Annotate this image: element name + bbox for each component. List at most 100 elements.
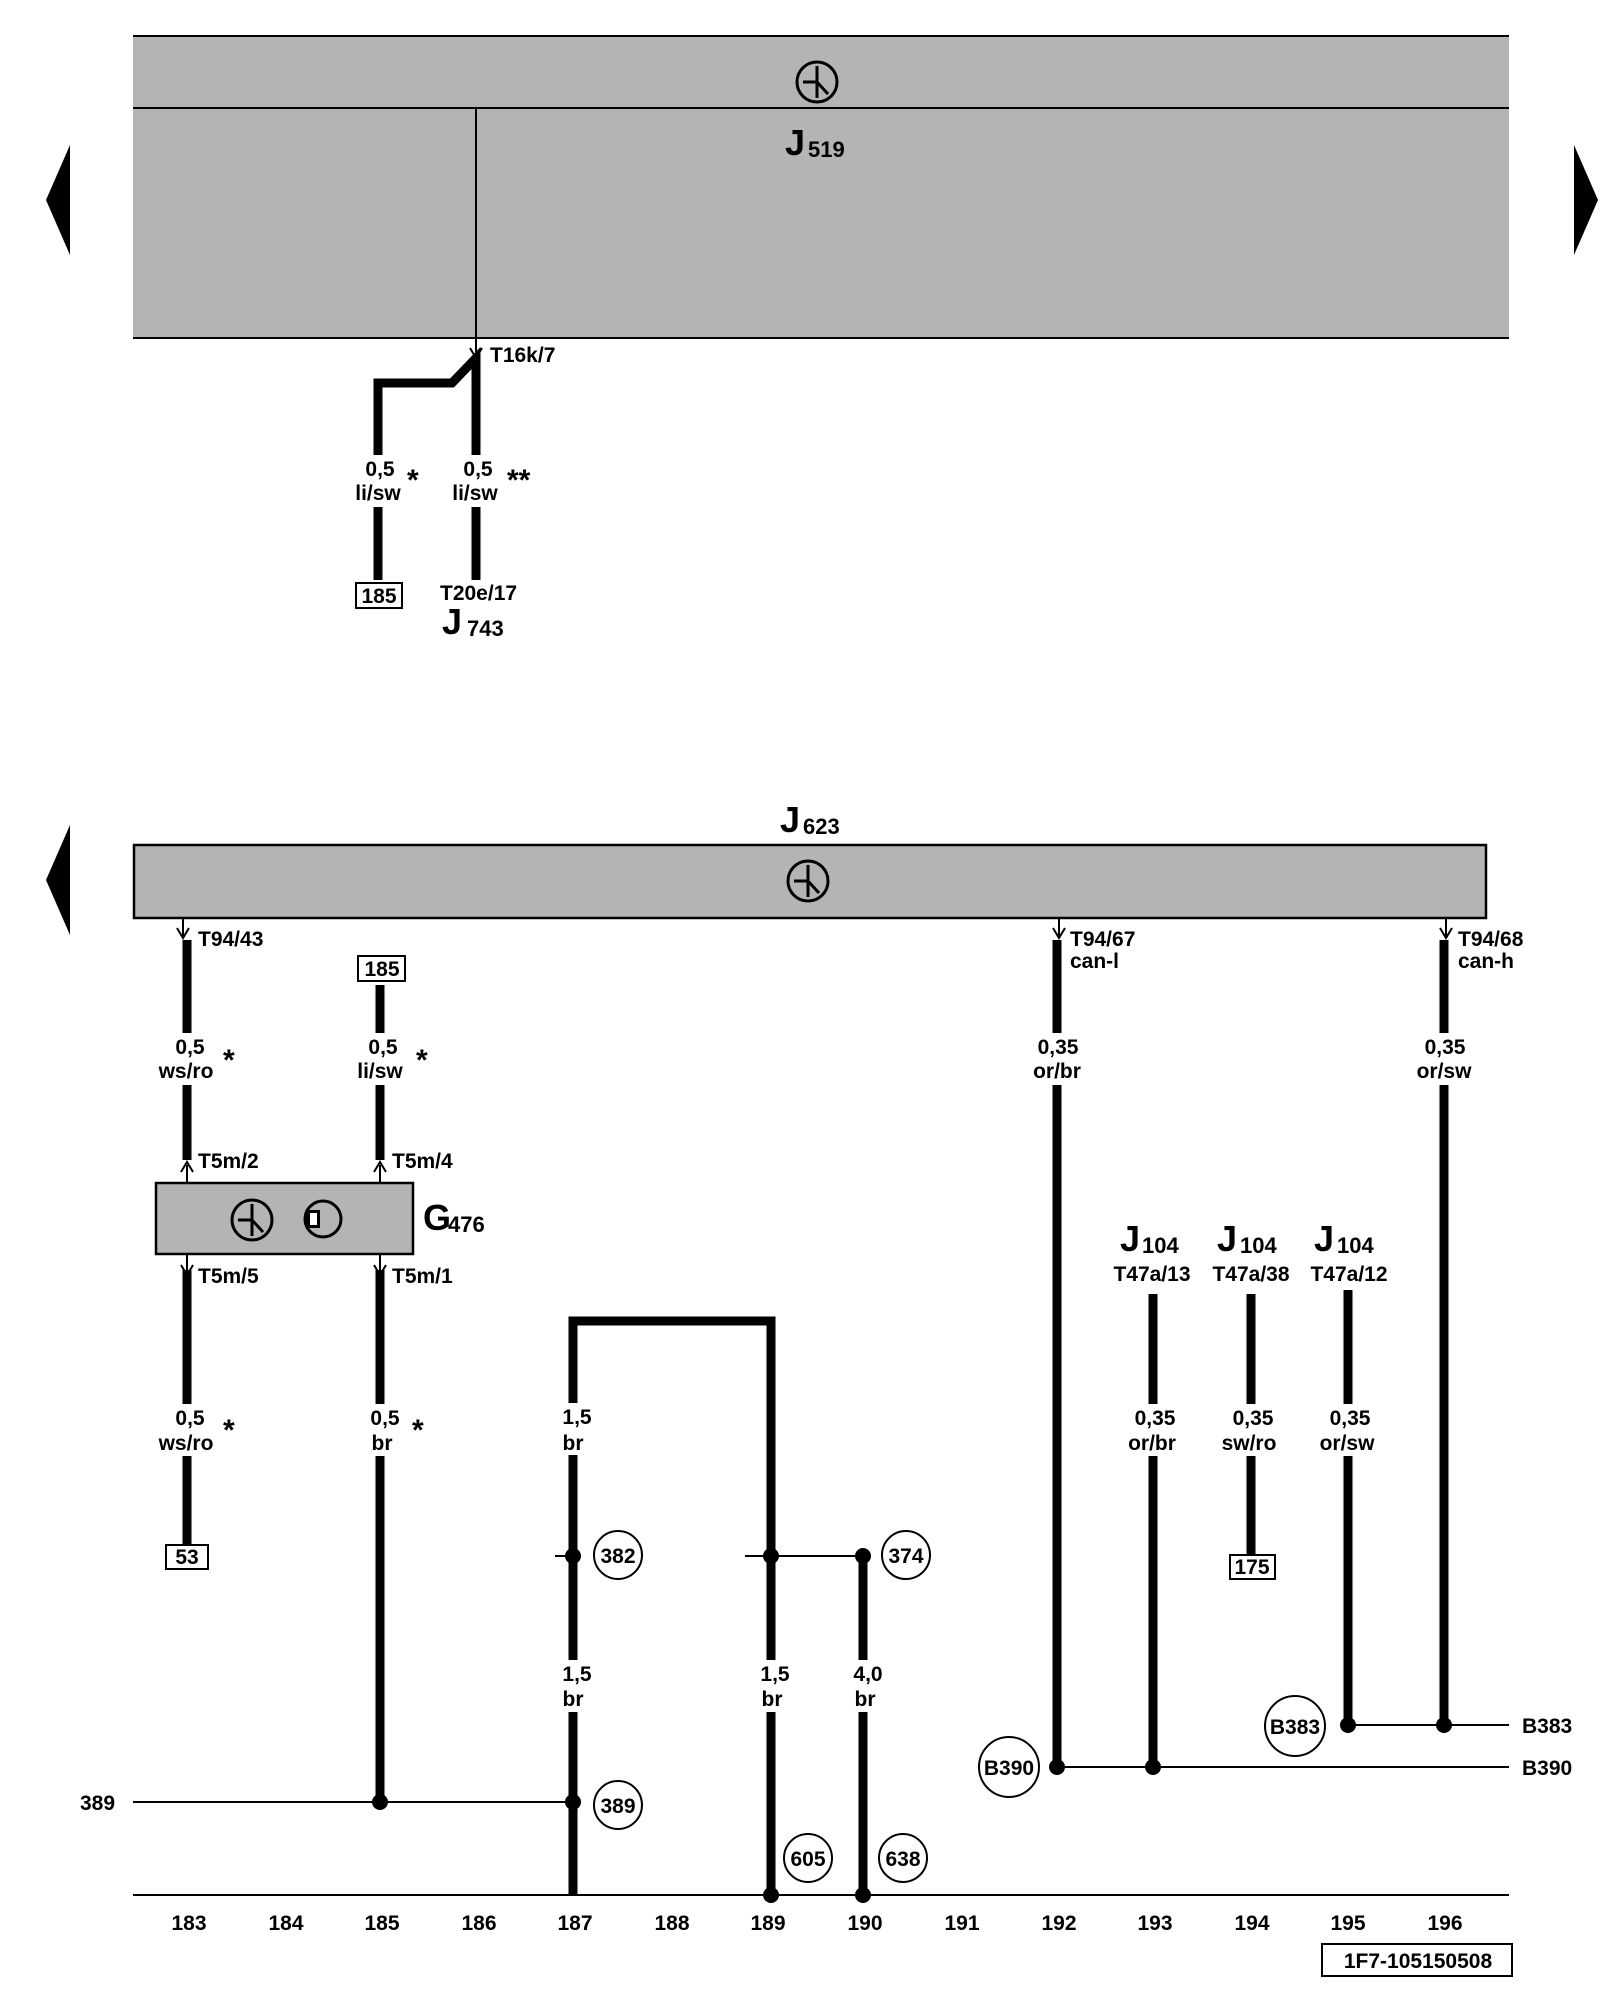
pin-t94-68: T94/68: [1458, 928, 1524, 951]
wire-size: 0,35: [1038, 1036, 1079, 1059]
wire-color: br: [855, 1688, 876, 1711]
grid-numbers: 183 184 185 186 187 188 189 190 191 192 …: [171, 1912, 1462, 1935]
control-unit-icon: [795, 60, 839, 104]
wire-mark: *: [223, 1044, 235, 1077]
nav-right-arrow-top[interactable]: [1574, 145, 1598, 255]
pin-t16k7: T16k/7: [490, 344, 555, 367]
ref-box[interactable]: [357, 955, 406, 982]
grid-number: 184: [268, 1912, 303, 1935]
pin-t5m-4: T5m/4: [392, 1150, 453, 1173]
j743-letter: J: [442, 601, 462, 642]
bus-label-b390: B390: [1522, 1757, 1572, 1780]
ground-point-605[interactable]: [783, 1833, 833, 1883]
nav-left-arrow-top[interactable]: [46, 145, 70, 255]
ref-box[interactable]: [165, 1544, 209, 1570]
signal-can-l: can-l: [1070, 950, 1119, 973]
j743-sub: 743: [467, 616, 504, 641]
grid-number: 193: [1137, 1912, 1172, 1935]
ground-point-389[interactable]: [593, 1780, 643, 1830]
connection-b390[interactable]: [978, 1736, 1040, 1798]
wire-labels-lower: 0,5 ws/ro * 0,5 br * 1,5 br 1,5 br 1,5 b…: [145, 1403, 1383, 1712]
pin-t47a-12: T47a/12: [1310, 1263, 1387, 1286]
wire-size: 0,35: [1135, 1407, 1176, 1430]
connection-b390-label: B390: [984, 1757, 1034, 1780]
signal-can-h: can-h: [1458, 950, 1514, 973]
wire-color: or/br: [1128, 1432, 1176, 1455]
wire-size: 0,5: [175, 1036, 205, 1059]
pin-t5m-2: T5m/2: [198, 1150, 259, 1173]
ref-53: 53: [175, 1546, 198, 1569]
wire-mark: *: [416, 1044, 428, 1077]
wire-color: li/sw: [355, 482, 401, 505]
wire-size: 0,5: [368, 1036, 398, 1059]
g476-letter: G: [423, 1197, 451, 1238]
ground-389-label: 389: [600, 1795, 635, 1818]
ground-382-label: 382: [600, 1545, 635, 1568]
wire-size: 0,5: [365, 458, 395, 481]
ground-374-label: 374: [888, 1545, 923, 1568]
pin-arrow: [176, 918, 190, 940]
pin-t5m-5: T5m/5: [198, 1265, 259, 1288]
grid-number: 196: [1427, 1912, 1462, 1935]
wire-color: li/sw: [452, 482, 498, 505]
j623-sub: 623: [803, 814, 840, 839]
j519-sub: 519: [808, 137, 845, 162]
j104-sub: 104: [1337, 1233, 1374, 1258]
wire-size: 1,5: [760, 1663, 790, 1686]
ref-box[interactable]: [1229, 1554, 1276, 1580]
pin-arrow: [1439, 918, 1453, 940]
wire-color: br: [372, 1432, 393, 1455]
ground-point-382[interactable]: [593, 1530, 643, 1580]
grid-number: 189: [750, 1912, 785, 1935]
top-wire-pair: [373, 346, 481, 580]
ref-185-b: 185: [364, 958, 399, 981]
wire-size: 0,35: [1425, 1036, 1466, 1059]
grid-number: 186: [461, 1912, 496, 1935]
pin-t47a-38: T47a/38: [1212, 1263, 1289, 1286]
pin-t94-67: T94/67: [1070, 928, 1135, 951]
nav-left-arrow-bottom[interactable]: [46, 825, 70, 935]
grid-number: 191: [944, 1912, 979, 1935]
wire-color: or/br: [1033, 1060, 1081, 1083]
grid-number: 188: [654, 1912, 689, 1935]
ref-185: 185: [361, 585, 396, 608]
pin-arrow: [373, 1254, 387, 1277]
wire-set: [182, 940, 1449, 1895]
grid-number: 192: [1041, 1912, 1076, 1935]
ground-605-label: 605: [790, 1848, 825, 1871]
control-unit-icon: [230, 1198, 274, 1242]
sensor-icon: [303, 1199, 343, 1239]
ref-175: 175: [1234, 1556, 1269, 1579]
grid-number: 195: [1330, 1912, 1365, 1935]
wire-mark: *: [223, 1414, 235, 1447]
doc-id-box: [1321, 1943, 1513, 1977]
g476-sub: 476: [448, 1212, 485, 1237]
grid-number: 190: [847, 1912, 882, 1935]
wire-mark: **: [507, 464, 531, 497]
j104-sub: 104: [1142, 1233, 1179, 1258]
pin-t94-43: T94/43: [198, 928, 263, 951]
grid-number: 183: [171, 1912, 206, 1935]
ref-box[interactable]: [355, 582, 403, 609]
ground-638-label: 638: [885, 1848, 920, 1871]
pin-t20e17: T20e/17: [440, 582, 517, 605]
j519-letter: J: [785, 122, 805, 163]
wire-size: 1,5: [562, 1663, 592, 1686]
wire-size: 0,35: [1233, 1407, 1274, 1430]
connection-b383-label: B383: [1270, 1716, 1320, 1739]
j104-sub: 104: [1240, 1233, 1277, 1258]
ground-point-374[interactable]: [881, 1530, 931, 1580]
pin-arrow: [373, 1160, 387, 1182]
wire-color: br: [563, 1688, 584, 1711]
module-j519: J 519: [133, 35, 1509, 339]
wire-color: or/sw: [1417, 1060, 1473, 1083]
ground-point-638[interactable]: [878, 1833, 928, 1883]
connection-b383[interactable]: [1264, 1695, 1326, 1757]
wire-size: 1,5: [562, 1406, 592, 1429]
wire-size: 0,35: [1330, 1407, 1371, 1430]
pin-arrow: [1052, 918, 1066, 940]
wire-color: ws/ro: [158, 1060, 214, 1083]
wire-color: sw/ro: [1222, 1432, 1277, 1455]
wire-color: li/sw: [357, 1060, 403, 1083]
